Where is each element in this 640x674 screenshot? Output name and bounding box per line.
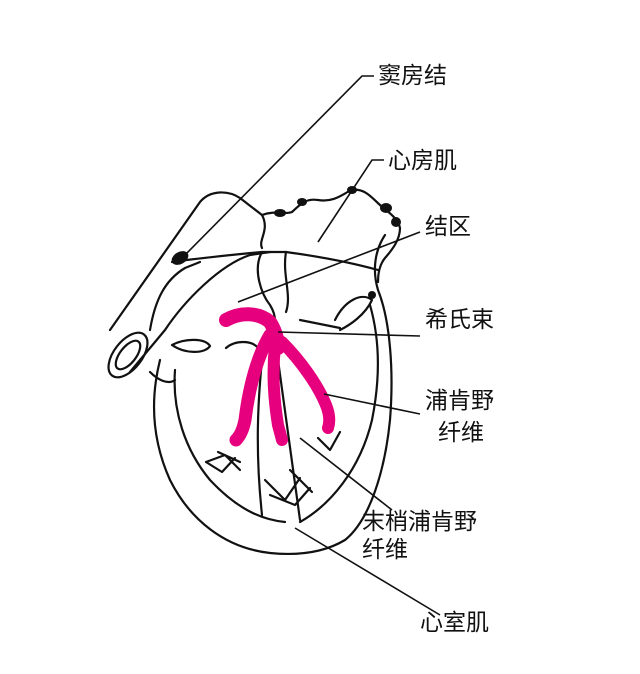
right-ventricle-wall bbox=[298, 303, 379, 524]
label-ventricular-muscle: 心室肌 bbox=[420, 610, 489, 636]
purkinje-middle-branch bbox=[267, 339, 288, 446]
vena-cava-lower bbox=[128, 250, 272, 374]
chordae-right bbox=[316, 430, 342, 452]
valve-left bbox=[170, 338, 212, 353]
leader-lines bbox=[183, 75, 441, 616]
leader-purkinje bbox=[323, 393, 421, 415]
label-purkinje-line2: 纤维 bbox=[438, 420, 484, 446]
atrial-floor-left bbox=[170, 250, 380, 272]
leader-bundle-of-his bbox=[277, 331, 421, 337]
label-terminal-purkinje-line1: 末梢浦肯野 bbox=[362, 509, 477, 535]
chordae-middle bbox=[263, 468, 314, 507]
valve-mid bbox=[224, 340, 260, 350]
interatrial-septum-2 bbox=[283, 250, 290, 314]
septum-right bbox=[276, 358, 302, 522]
vena-cava-upper bbox=[108, 191, 264, 332]
leader-sinoatrial-node bbox=[183, 75, 374, 257]
purkinje-right-branch bbox=[276, 336, 336, 434]
conduction-system bbox=[219, 307, 336, 447]
leader-ventricular-muscle bbox=[294, 527, 441, 616]
label-sinoatrial-node: 窦房结 bbox=[378, 63, 447, 89]
label-terminal-purkinje-line2: 纤维 bbox=[362, 537, 408, 563]
vessel-opening bbox=[107, 331, 149, 379]
atrium-top bbox=[260, 188, 402, 284]
leader-junctional-zone bbox=[237, 231, 421, 303]
left-ventricle-wall bbox=[173, 368, 287, 524]
septum-left bbox=[256, 358, 264, 517]
heart-outer-wall bbox=[152, 233, 393, 556]
chordae-left bbox=[204, 450, 242, 474]
label-junctional-zone: 结区 bbox=[425, 214, 471, 240]
label-bundle-of-his: 希氏束 bbox=[425, 307, 494, 333]
vessel-opening-inner bbox=[114, 339, 142, 371]
purkinje-left-branch bbox=[229, 328, 277, 447]
label-purkinje-line1: 浦肯野 bbox=[425, 388, 494, 414]
atrial-contour-dots bbox=[171, 186, 401, 299]
leader-atrial-muscle bbox=[317, 159, 384, 243]
leader-terminal-purkinje bbox=[299, 437, 393, 511]
label-atrial-muscle: 心房肌 bbox=[388, 148, 457, 174]
valve-right bbox=[333, 295, 374, 332]
